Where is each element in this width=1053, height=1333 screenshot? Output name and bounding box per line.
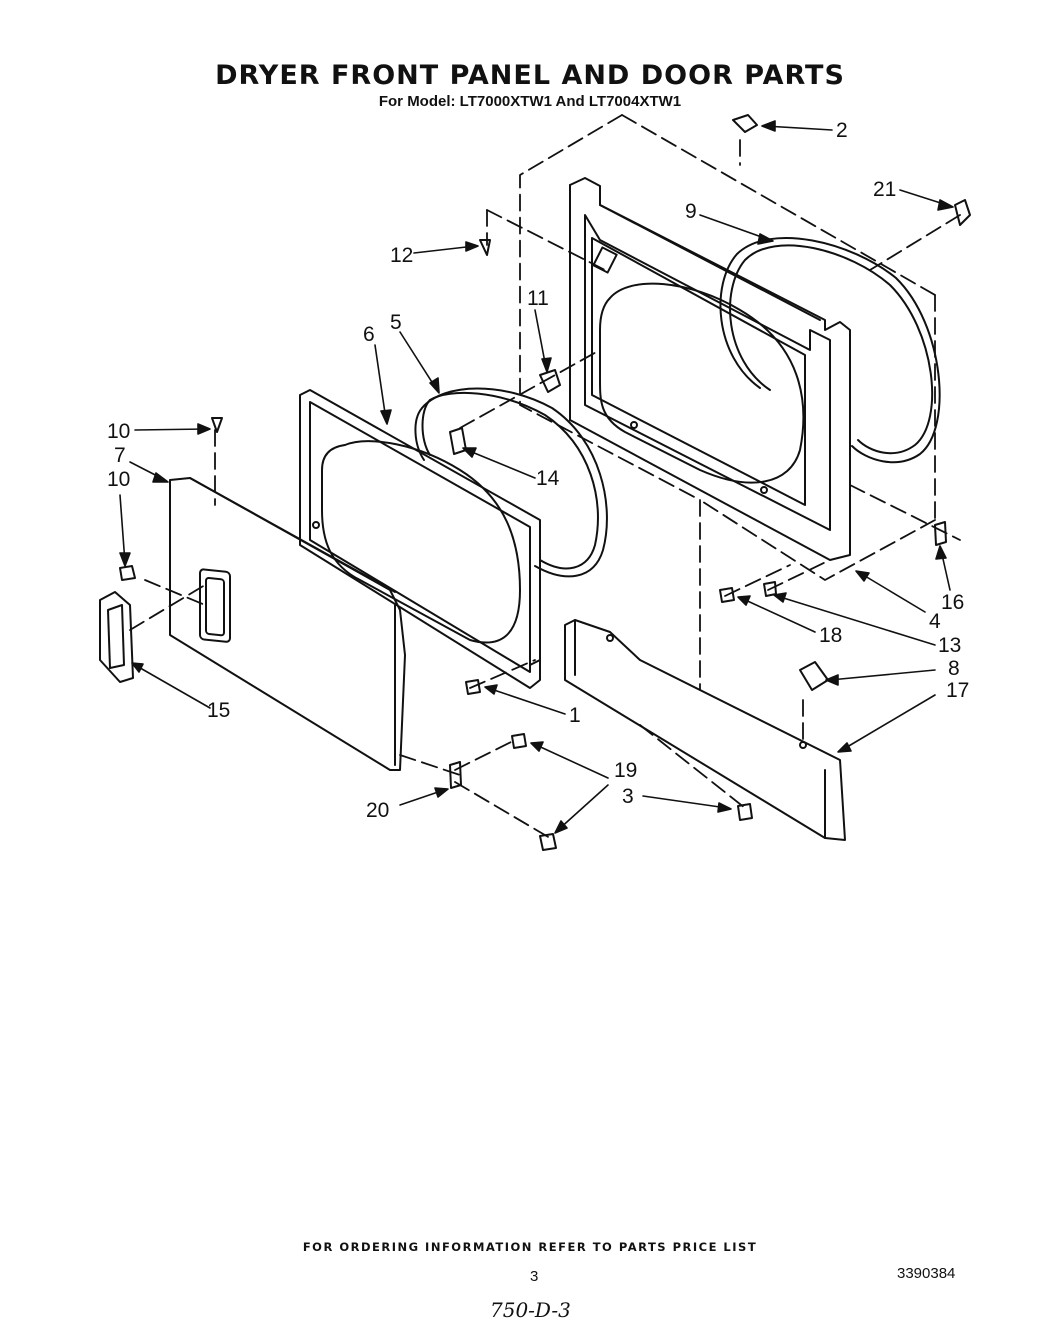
document-part-number: 3390384 [897, 1265, 956, 1282]
handwritten-note: 750-D-3 [490, 1298, 571, 1322]
part-19-screw-a [511, 733, 527, 749]
leader-lines [119, 120, 954, 834]
callout-4: 4 [929, 610, 941, 633]
part-8-latch [799, 661, 829, 691]
callout-19: 19 [614, 759, 637, 782]
callout-7: 7 [114, 444, 126, 467]
part-19-screw-b [539, 833, 557, 851]
part-10-screw-top [211, 417, 223, 433]
part-3-screw [737, 803, 753, 821]
part-10-screw-side [119, 565, 136, 581]
part-18-screw [719, 587, 735, 603]
callout-6: 6 [363, 323, 375, 346]
callout-21: 21 [873, 178, 896, 201]
callout-14: 14 [536, 467, 560, 490]
callout-8: 8 [948, 657, 960, 680]
part-20-bracket [449, 761, 462, 789]
model-subtitle: For Model: LT7000XTW1 And LT7004XTW1 [378, 93, 682, 110]
callout-3: 3 [622, 785, 634, 808]
part-14-catch [449, 427, 467, 455]
callout-5: 5 [390, 311, 402, 334]
door-inner-panel-part-6 [299, 389, 541, 689]
part-2-clip [732, 114, 758, 133]
callout-2: 2 [836, 119, 848, 142]
assembly-dashed-outline [129, 114, 961, 839]
page-title: DRYER FRONT PANEL AND DOOR PARTS [215, 60, 845, 91]
callout-15: 15 [207, 699, 230, 722]
door-outer-panel-part-7 [169, 477, 406, 771]
part-12-screw [479, 239, 491, 256]
ordering-note: FOR ORDERING INFORMATION REFER TO PARTS … [302, 1240, 758, 1254]
callout-18: 18 [819, 624, 842, 647]
callout-17: 17 [946, 679, 969, 702]
page-number: 3 [530, 1268, 539, 1285]
part-1-screw [465, 679, 481, 695]
callout-10-top: 10 [107, 420, 130, 443]
callout-labels: 2 21 9 12 11 5 6 10 7 10 14 16 4 18 13 8… [107, 119, 969, 822]
door-handle-part-15 [99, 591, 134, 683]
callout-13: 13 [938, 634, 961, 657]
part-16-clip [934, 521, 947, 546]
door-gasket-part-5 [414, 387, 608, 578]
callout-12: 12 [390, 244, 413, 267]
part-21-clip [954, 199, 971, 226]
callout-9: 9 [685, 200, 697, 223]
callout-11: 11 [527, 287, 549, 310]
part-11-hinge [539, 369, 561, 393]
front-panel-part-4 [569, 177, 851, 561]
callout-20: 20 [366, 799, 389, 822]
callout-10-side: 10 [107, 468, 130, 491]
toe-panel-part-17 [564, 619, 846, 841]
callout-16: 16 [941, 591, 964, 614]
callout-1: 1 [569, 704, 581, 727]
bulkhead-gasket-part-9 [719, 236, 941, 464]
